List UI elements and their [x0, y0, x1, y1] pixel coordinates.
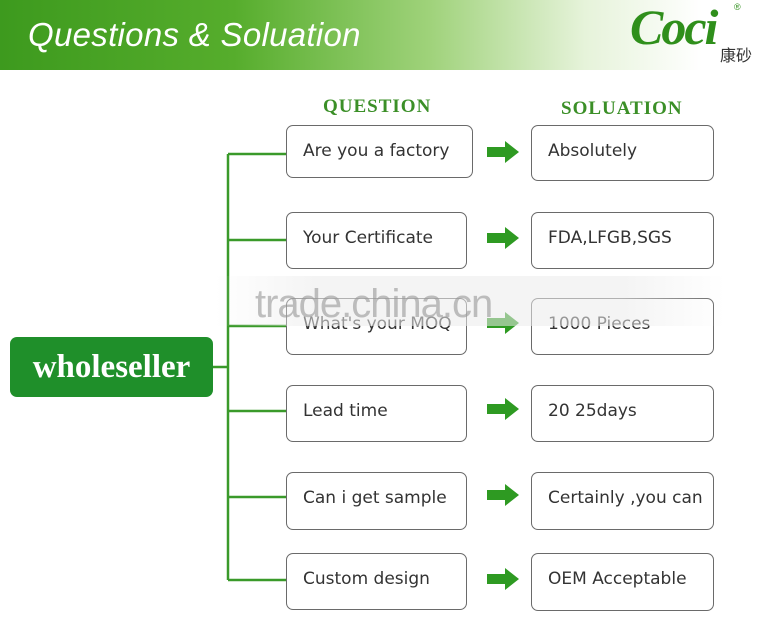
arrow-icon: [487, 398, 519, 420]
arrow-icon: [487, 484, 519, 506]
question-column-header: QUESTION: [323, 96, 432, 117]
answer-box: FDA,LFGB,SGS: [531, 212, 714, 269]
banner-title: Questions & Soluation: [28, 16, 361, 53]
header-banner: Questions & Soluation Coci ® 康砂: [0, 0, 780, 70]
question-label: Can i get sample: [303, 488, 447, 508]
question-box: Lead time: [286, 385, 467, 442]
logo-chinese-text: 康砂: [720, 46, 753, 65]
question-box: Custom design: [286, 553, 467, 610]
answer-label: 20 25days: [548, 401, 637, 421]
watermark-band: [215, 276, 725, 326]
answer-label: Absolutely: [548, 141, 638, 161]
question-box: Can i get sample: [286, 472, 467, 530]
question-label: Custom design: [303, 569, 430, 589]
answer-label: Certainly ,you can: [548, 488, 703, 508]
logo-text: Coci: [630, 0, 718, 55]
question-label: Your Certificate: [303, 228, 433, 248]
root-label: wholeseller: [32, 348, 191, 385]
question-label: Lead time: [303, 401, 388, 421]
arrow-icon: [487, 227, 519, 249]
coci-logo: Coci ® 康砂: [628, 0, 773, 68]
question-label: Are you a factory: [303, 141, 450, 161]
solution-column-header: SOLUATION: [561, 98, 683, 119]
logo-registered-mark: ®: [734, 2, 741, 12]
answer-label: OEM Acceptable: [548, 569, 687, 589]
question-box: Are you a factory: [286, 125, 473, 178]
question-box: Your Certificate: [286, 212, 467, 269]
arrow-icon: [487, 568, 519, 590]
answer-box: Certainly ,you can: [531, 472, 714, 530]
answer-label: FDA,LFGB,SGS: [548, 228, 672, 248]
answer-box: Absolutely: [531, 125, 714, 181]
root-node-wholeseller: wholeseller: [10, 337, 213, 397]
answer-box: OEM Acceptable: [531, 553, 714, 611]
arrow-icon: [487, 141, 519, 163]
answer-box: 20 25days: [531, 385, 714, 442]
